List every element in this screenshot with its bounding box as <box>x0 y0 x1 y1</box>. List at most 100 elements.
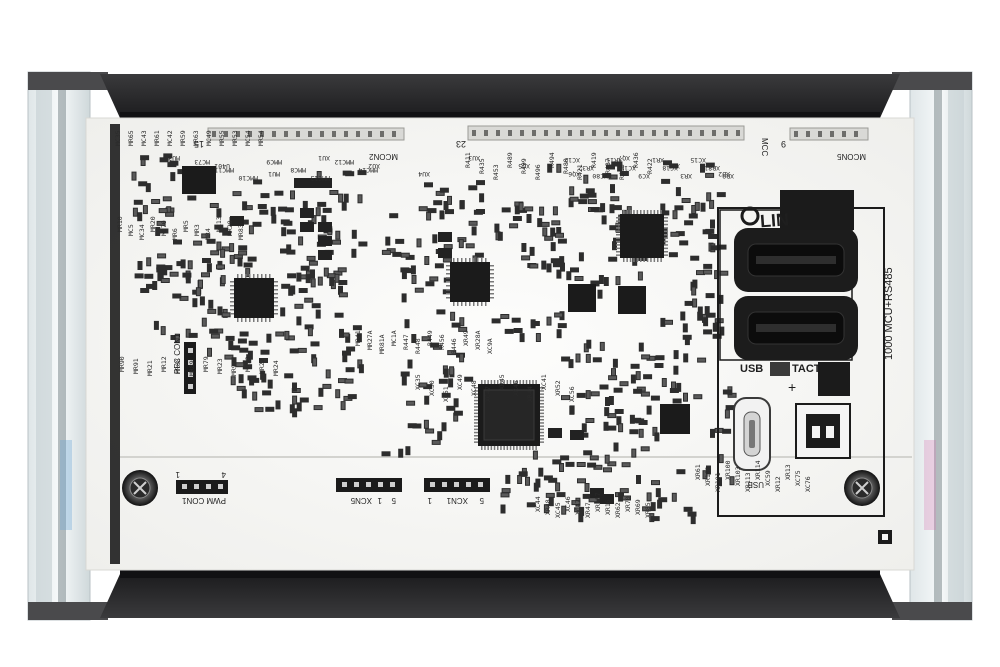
silkscreen-label: MC34 <box>138 224 146 240</box>
chip-pin <box>269 274 271 278</box>
smd-component <box>398 448 404 458</box>
smd-component <box>525 476 530 486</box>
header-pin <box>378 482 383 487</box>
ic-xu1 <box>620 214 664 258</box>
silkscreen-label: XC15 <box>690 156 706 164</box>
smd-component <box>468 220 478 226</box>
chip-pin <box>660 210 662 214</box>
chip-pin <box>230 313 234 315</box>
header-pin9-label: 9 <box>781 139 786 149</box>
header-pin23-label: 23 <box>456 139 466 149</box>
smd-component <box>137 212 143 222</box>
smd-component <box>131 171 137 181</box>
smd-component <box>497 231 503 241</box>
smd-component <box>599 384 609 390</box>
chip-pin <box>274 301 278 303</box>
smd-component <box>554 312 564 318</box>
chip-pin <box>616 254 620 256</box>
header-pin <box>224 131 228 137</box>
smd-component <box>329 190 339 195</box>
smd-component <box>583 450 593 456</box>
smd-component <box>518 471 528 477</box>
smd-component <box>682 334 692 340</box>
smd-component <box>267 379 273 389</box>
smd-component <box>683 506 693 512</box>
smd-component <box>157 253 167 259</box>
silkscreen-label: XR62 <box>614 502 622 518</box>
silkscreen-label: R438 <box>618 164 626 180</box>
smd-component <box>187 195 197 201</box>
smd-component <box>646 405 652 415</box>
chip-pin <box>490 289 494 291</box>
chip-pin <box>241 274 243 278</box>
smd-component <box>690 515 696 525</box>
smd-component <box>296 402 302 412</box>
chip-pin <box>540 441 544 443</box>
chip-pin <box>640 210 642 214</box>
smd-component <box>691 205 697 214</box>
header-pin <box>248 131 252 137</box>
silkscreen-label: MR13 <box>215 216 223 232</box>
smd-component <box>206 238 216 244</box>
header-pin <box>390 482 395 487</box>
header-pin <box>830 131 834 137</box>
smd-component <box>358 364 364 374</box>
smd-component <box>389 213 399 219</box>
smd-component <box>505 474 511 484</box>
header-pin <box>188 348 193 353</box>
smd-component <box>690 255 700 261</box>
silkscreen-label: XR1 <box>652 156 664 164</box>
chip-pin <box>487 446 489 450</box>
silkscreen-label: MMC8 <box>290 166 306 174</box>
smd-component <box>697 357 707 363</box>
smd-component <box>198 279 203 289</box>
chip-pin <box>493 380 496 384</box>
smd-component <box>566 271 572 281</box>
smd-component <box>684 220 694 226</box>
smd-component <box>418 382 428 388</box>
silkscreen-label: XR44 <box>526 386 534 402</box>
smd-component <box>208 299 214 309</box>
smd-component <box>231 357 237 367</box>
chip-pin <box>253 318 255 322</box>
smd-component <box>607 461 617 467</box>
chip-pin <box>230 305 234 307</box>
smd-component <box>668 252 678 258</box>
smd-component <box>545 492 555 498</box>
smd-component <box>609 225 619 231</box>
smd-component <box>504 328 514 334</box>
smd-component <box>442 289 452 295</box>
chip-pin <box>616 230 620 233</box>
chip-pin <box>664 223 668 226</box>
chip-pin <box>241 318 243 322</box>
smd-component <box>570 267 579 273</box>
smd-component <box>552 206 558 216</box>
smd-component <box>201 317 207 327</box>
smd-component <box>176 261 186 267</box>
silkscreen-label: MC43 <box>140 130 148 146</box>
chip-pin <box>616 240 620 243</box>
smd-component <box>410 265 416 275</box>
smd-component <box>242 360 248 370</box>
smd-component <box>318 387 324 397</box>
screw-icon <box>122 470 158 506</box>
smd-component <box>145 183 151 193</box>
smd-component <box>448 378 454 388</box>
smd-component <box>442 257 452 263</box>
chip-pin <box>616 251 620 253</box>
chip-pin <box>274 281 278 283</box>
chip-pin <box>230 301 234 303</box>
smd-component <box>612 358 618 368</box>
smd-component <box>185 328 191 338</box>
smd-component <box>555 482 561 492</box>
chip-pin <box>474 396 478 399</box>
chip-pin <box>529 380 531 384</box>
silkscreen-label: XR100 <box>724 460 732 480</box>
header-pfc-label: PFC CON1 <box>173 333 182 374</box>
smd-component <box>259 358 268 363</box>
capacitor <box>548 428 562 438</box>
smd-component <box>635 371 641 381</box>
silkscreen-label: R437 <box>604 158 612 174</box>
smd-component <box>158 208 168 214</box>
silkscreen-label: R419 <box>590 152 598 168</box>
